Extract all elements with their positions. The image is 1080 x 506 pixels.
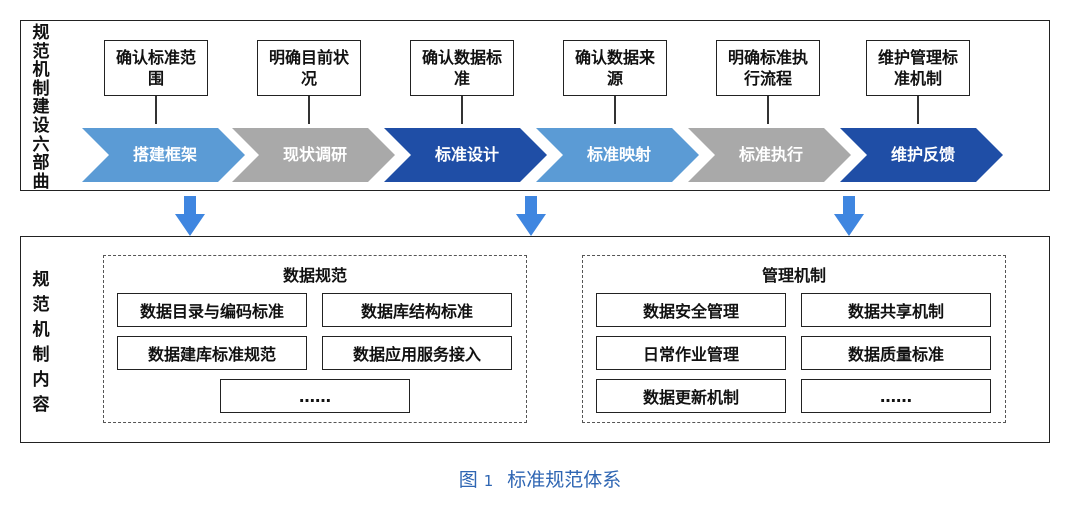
- chevron-label-4: 标准映射: [586, 145, 651, 164]
- down-arrow-1: [175, 196, 205, 236]
- connector-6: [917, 96, 919, 124]
- mgmt-title: 管理机制: [761, 266, 826, 285]
- mgmt-item: 日常作业管理: [596, 336, 786, 370]
- chevron-label-1: 搭建框架: [132, 145, 197, 164]
- connector-3: [461, 96, 463, 124]
- content-label: 规范机制内容: [32, 270, 50, 415]
- step-box-4: 确认数据来源: [563, 40, 667, 96]
- data-spec-item: 数据应用服务接入: [322, 336, 512, 370]
- step-box-1: 确认标准范围: [104, 40, 208, 96]
- chevron-label-6: 维护反馈: [890, 145, 955, 164]
- down-arrow-2: [516, 196, 546, 236]
- caption-number: 1: [483, 472, 494, 490]
- step-box-3: 确认数据标准: [410, 40, 514, 96]
- chevron-label-5: 标准执行: [738, 145, 803, 164]
- data-spec-item: 数据库结构标准: [322, 293, 512, 327]
- step-box-6: 维护管理标准机制: [866, 40, 970, 96]
- caption-fig: 图: [458, 469, 478, 491]
- chevron-label-3: 标准设计: [434, 145, 499, 164]
- data-spec-item: 数据目录与编码标准: [117, 293, 307, 327]
- mgmt-item-more: ……: [801, 379, 991, 413]
- data-spec-title: 数据规范: [282, 266, 347, 285]
- mgmt-group: [582, 255, 1006, 423]
- connector-2: [308, 96, 310, 124]
- mgmt-item: 数据质量标准: [801, 336, 991, 370]
- data-spec-item-more: ……: [220, 379, 410, 413]
- step-box-2: 明确目前状况: [257, 40, 361, 96]
- connector-5: [767, 96, 769, 124]
- mgmt-item: 数据更新机制: [596, 379, 786, 413]
- down-arrow-3: [834, 196, 864, 236]
- mgmt-item: 数据共享机制: [801, 293, 991, 327]
- six-step-frame: [20, 20, 1050, 191]
- mgmt-item: 数据安全管理: [596, 293, 786, 327]
- connector-4: [614, 96, 616, 124]
- data-spec-item: 数据建库标准规范: [117, 336, 307, 370]
- data-spec-group: [103, 255, 527, 423]
- step-box-5: 明确标准执行流程: [716, 40, 820, 96]
- caption-title: 标准规范体系: [507, 469, 622, 491]
- six-step-label: 规范机制建设六部曲: [32, 23, 50, 192]
- content-frame: [20, 236, 1050, 443]
- chevron-label-2: 现状调研: [282, 145, 347, 164]
- connector-1: [155, 96, 157, 124]
